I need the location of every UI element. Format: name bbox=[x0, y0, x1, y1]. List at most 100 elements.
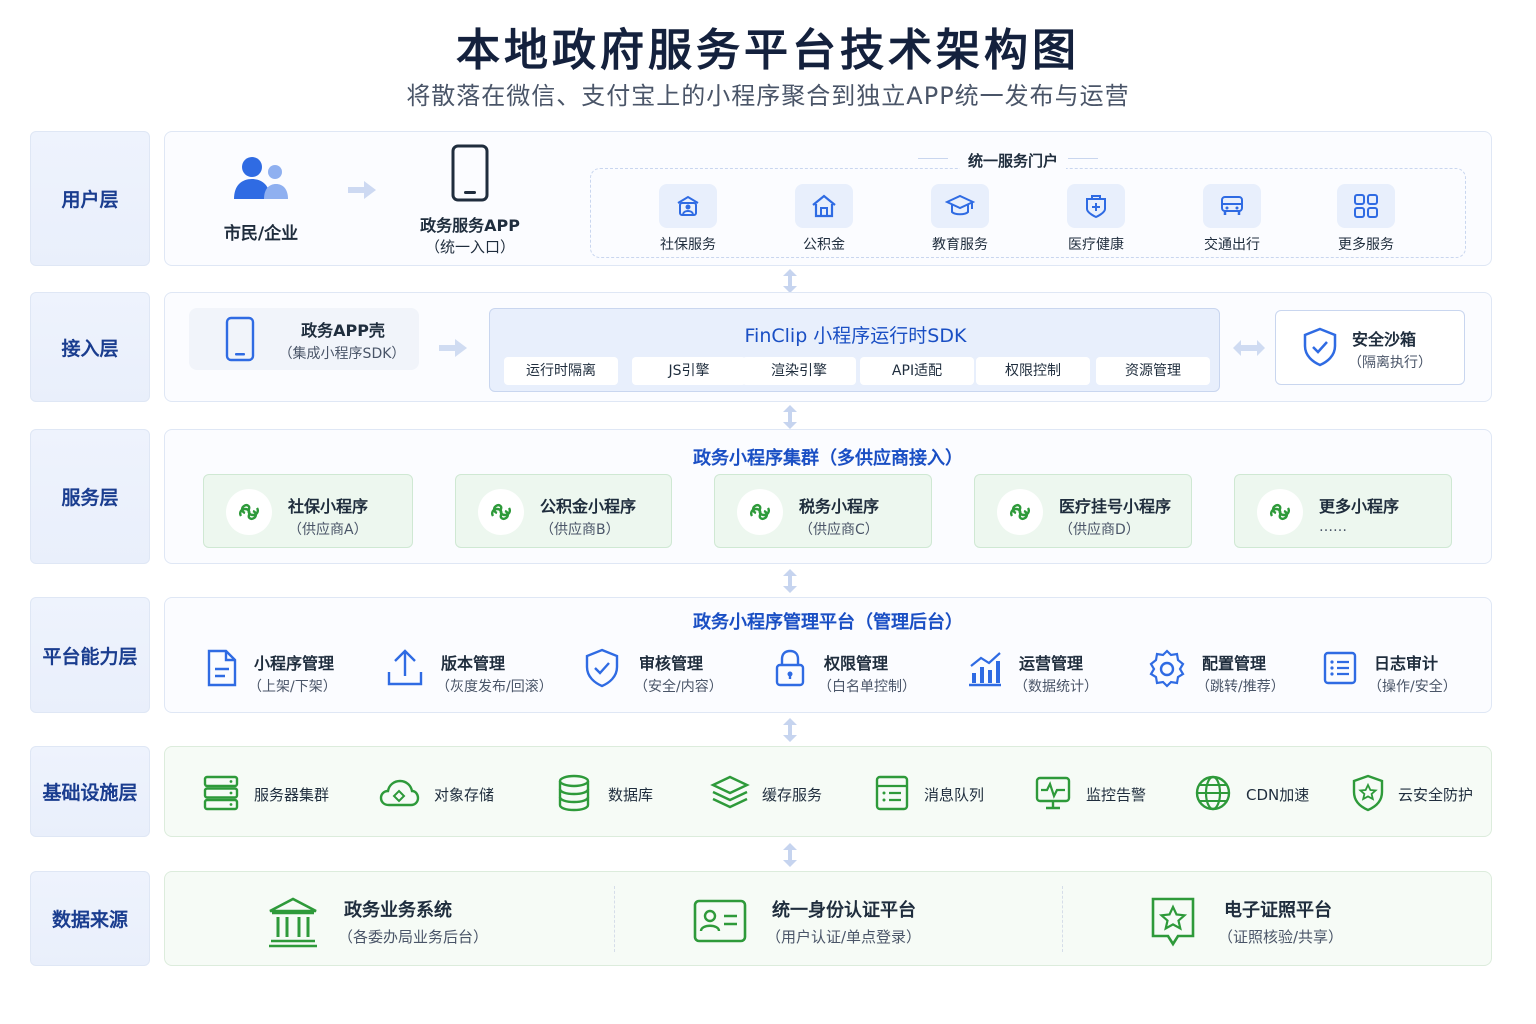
graduation-cap-icon bbox=[931, 184, 989, 228]
miniprogram-vendor: （供应商D） bbox=[1059, 522, 1140, 538]
car-icon bbox=[1203, 184, 1261, 228]
platform-layer-panel: 政务小程序管理平台（管理后台） bbox=[164, 597, 1492, 713]
miniprogram-card[interactable]: 公积金小程序 （供应商B） bbox=[455, 474, 672, 548]
service-more[interactable]: 更多服务 bbox=[1316, 184, 1416, 254]
database-icon bbox=[556, 774, 592, 812]
service-label: 社保服务 bbox=[660, 237, 716, 253]
page-title: 本地政府服务平台技术架构图 bbox=[456, 25, 1080, 76]
infra-label: 数据库 bbox=[608, 786, 654, 804]
miniprogram-card[interactable]: 税务小程序 （供应商C） bbox=[714, 474, 932, 548]
sandbox-label: 安全沙箱 bbox=[1352, 330, 1417, 349]
grid-icon bbox=[1337, 184, 1395, 228]
service-label: 更多服务 bbox=[1338, 237, 1394, 253]
sdk-module: JS引擎 bbox=[632, 357, 746, 385]
shell-sub: （集成小程序SDK） bbox=[278, 346, 406, 362]
capability-sub: （安全/内容） bbox=[634, 679, 723, 695]
capability-sub: （操作/安全） bbox=[1368, 679, 1457, 695]
monitor-icon bbox=[1034, 774, 1072, 812]
service-medical[interactable]: 医疗健康 bbox=[1046, 184, 1146, 254]
miniprogram-name: 公积金小程序 bbox=[540, 497, 637, 516]
upload-icon bbox=[386, 648, 424, 688]
sdk-module: 资源管理 bbox=[1096, 357, 1210, 385]
data-source-sub: （各委办局业务后台） bbox=[338, 928, 489, 946]
shield-check-icon bbox=[1302, 327, 1338, 371]
miniprogram-card[interactable]: 更多小程序 …… bbox=[1234, 474, 1452, 548]
service-social-security[interactable]: 社保服务 bbox=[638, 184, 738, 254]
infra-label: 云安全防护 bbox=[1398, 786, 1474, 804]
medical-kit-icon bbox=[1067, 184, 1125, 228]
capability-label: 审核管理 bbox=[639, 654, 704, 673]
smartphone-icon bbox=[450, 144, 490, 206]
divider bbox=[1062, 886, 1063, 952]
service-label: 交通出行 bbox=[1204, 237, 1260, 253]
smartphone-icon bbox=[225, 316, 255, 366]
cluster-title: 政务小程序集群（多供应商接入） bbox=[693, 448, 963, 469]
service-transport[interactable]: 交通出行 bbox=[1182, 184, 1282, 254]
service-label: 教育服务 bbox=[932, 237, 988, 253]
data-source-label: 统一身份认证平台 bbox=[772, 900, 916, 921]
server-icon bbox=[202, 774, 240, 812]
capability-label: 小程序管理 bbox=[254, 654, 335, 673]
shield-star-icon bbox=[1350, 774, 1386, 812]
arrow-right-icon bbox=[437, 336, 469, 364]
app-label: 政务服务APP bbox=[420, 216, 520, 235]
infra-label: 缓存服务 bbox=[762, 786, 823, 804]
sdk-module: 渲染引擎 bbox=[742, 357, 856, 385]
finclip-sdk-box: FinClip 小程序运行时SDK 运行时隔离 JS引擎 渲染引擎 API适配 … bbox=[489, 308, 1220, 392]
capability-sub: （上架/下架） bbox=[248, 679, 337, 695]
portal-title: 统一服务门户 bbox=[960, 150, 1067, 171]
platform-title: 政务小程序管理平台（管理后台） bbox=[693, 612, 963, 633]
data-source-label: 政务业务系统 bbox=[344, 900, 452, 921]
miniprogram-vendor: （供应商B） bbox=[540, 522, 620, 538]
capability-sub: （白名单控制） bbox=[818, 679, 916, 695]
miniprogram-icon bbox=[478, 489, 524, 535]
citizen-label: 市民/企业 bbox=[223, 224, 299, 244]
portal-title-line-right bbox=[1068, 158, 1098, 159]
data-source-sub: （用户认证/单点登录） bbox=[766, 928, 922, 946]
miniprogram-card[interactable]: 社保小程序 （供应商A） bbox=[203, 474, 413, 548]
service-education[interactable]: 教育服务 bbox=[910, 184, 1010, 254]
document-icon bbox=[204, 648, 240, 688]
capability-label: 版本管理 bbox=[441, 654, 506, 673]
security-sandbox-box: 安全沙箱 （隔离执行） bbox=[1275, 310, 1465, 385]
layer-label-infra: 基础设施层 bbox=[30, 746, 150, 837]
layer-label-access: 接入层 bbox=[30, 292, 150, 402]
sdk-module: 运行时隔离 bbox=[504, 357, 618, 385]
arrow-right-icon bbox=[346, 178, 378, 206]
id-card-icon bbox=[692, 896, 748, 946]
infra-label: CDN加速 bbox=[1246, 786, 1310, 804]
app-shell-box: 政务APP壳 （集成小程序SDK） bbox=[189, 308, 419, 370]
updown-arrow-icon bbox=[780, 404, 800, 434]
layer-label-data: 数据来源 bbox=[30, 871, 150, 966]
data-source-sub: （证照核验/共享） bbox=[1218, 928, 1344, 946]
updown-arrow-icon bbox=[780, 717, 800, 747]
layer-label-platform: 平台能力层 bbox=[30, 597, 150, 713]
infra-label: 消息队列 bbox=[924, 786, 985, 804]
data-source-label: 电子证照平台 bbox=[1224, 900, 1332, 921]
service-housing-fund[interactable]: 公积金 bbox=[774, 184, 874, 254]
layer-label-user: 用户层 bbox=[30, 131, 150, 266]
updown-arrow-icon bbox=[780, 568, 800, 598]
miniprogram-name: 医疗挂号小程序 bbox=[1059, 497, 1172, 516]
government-building-icon bbox=[266, 896, 320, 948]
page-subtitle: 将散落在微信、支付宝上的小程序聚合到独立APP统一发布与运营 bbox=[406, 82, 1130, 110]
list-icon bbox=[1322, 648, 1358, 688]
capability-label: 运营管理 bbox=[1019, 654, 1084, 673]
bidirectional-arrow-icon bbox=[1232, 336, 1266, 364]
updown-arrow-icon bbox=[780, 268, 800, 298]
shield-check-icon bbox=[584, 648, 620, 688]
capability-sub: （数据统计） bbox=[1014, 679, 1098, 695]
portal-title-line-left bbox=[918, 158, 948, 159]
gear-icon bbox=[1148, 648, 1186, 688]
miniprogram-name: 税务小程序 bbox=[799, 497, 880, 516]
service-label: 医疗健康 bbox=[1068, 237, 1124, 253]
lock-icon bbox=[772, 648, 808, 688]
capability-sub: （跳转/推荐） bbox=[1196, 679, 1285, 695]
app-sub: （统一入口） bbox=[424, 238, 515, 256]
miniprogram-card[interactable]: 医疗挂号小程序 （供应商D） bbox=[974, 474, 1192, 548]
social-security-icon bbox=[659, 184, 717, 228]
capability-label: 日志审计 bbox=[1374, 654, 1439, 673]
miniprogram-icon bbox=[1257, 489, 1303, 535]
miniprogram-icon bbox=[226, 489, 272, 535]
divider bbox=[614, 886, 615, 952]
